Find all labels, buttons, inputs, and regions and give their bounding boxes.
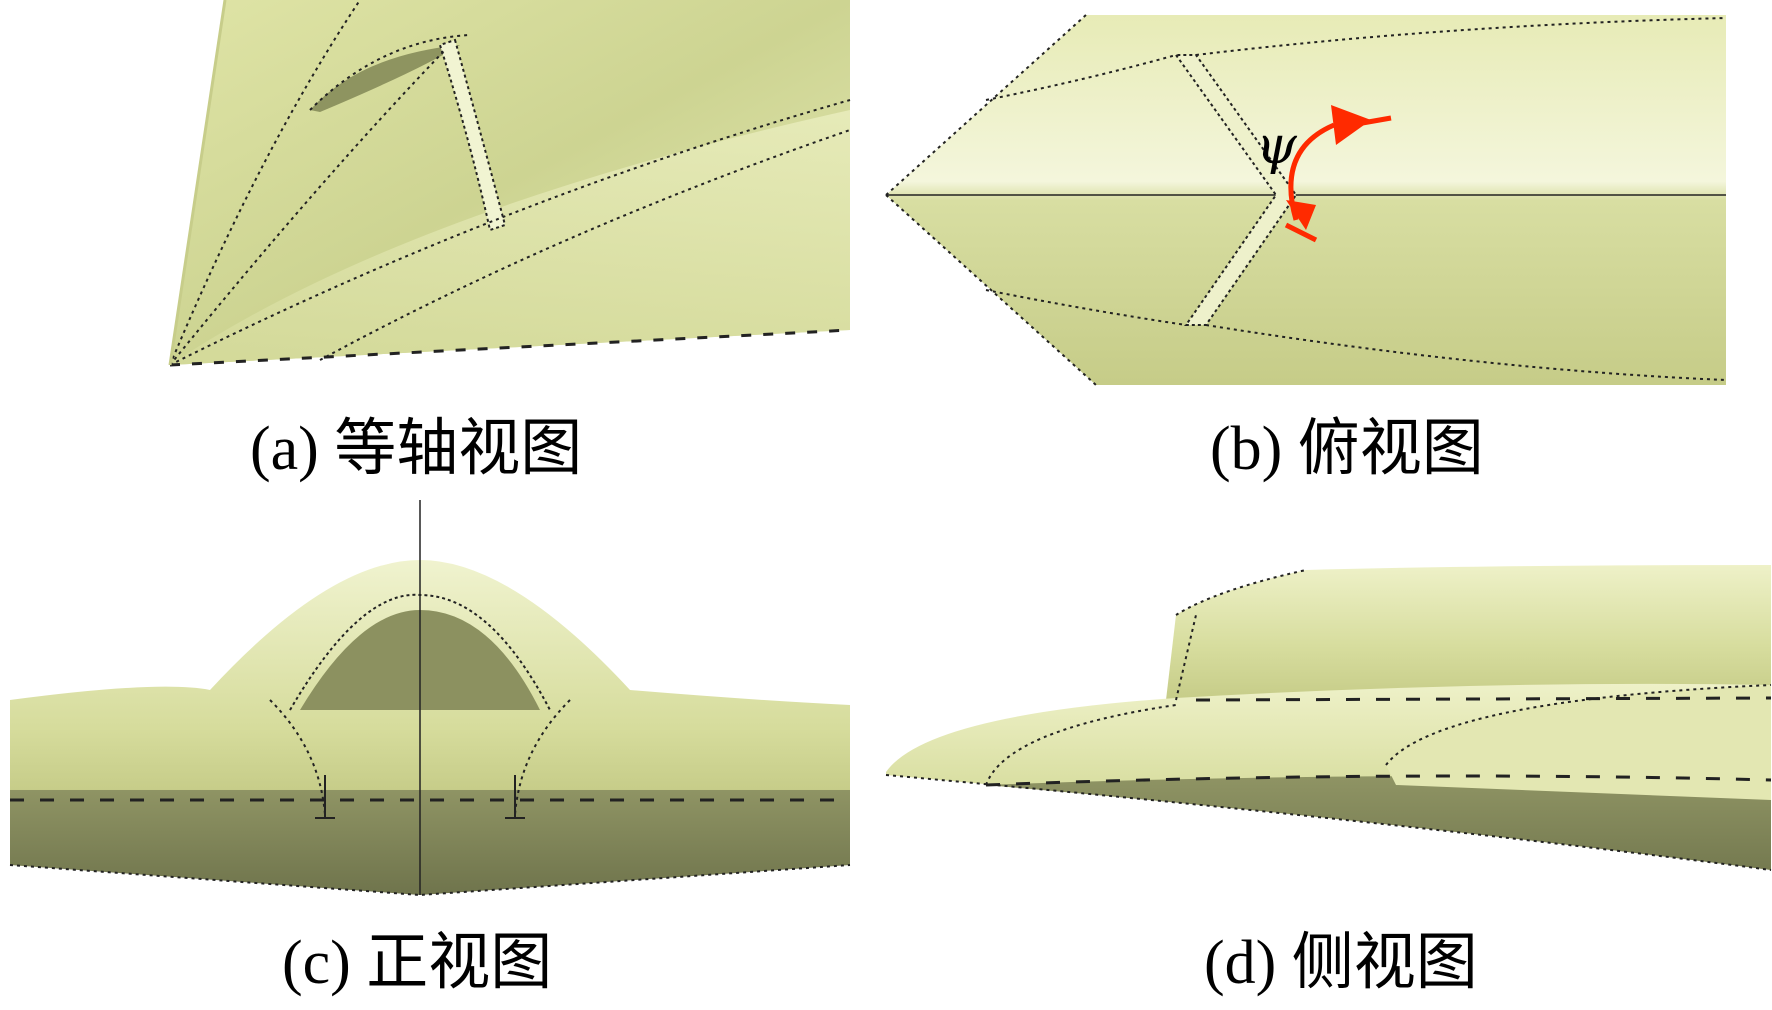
panel-isometric-view: (a) 等轴视图 bbox=[0, 0, 886, 500]
strut-left bbox=[315, 775, 335, 819]
front-view-render bbox=[9, 500, 851, 897]
edge-line bbox=[1175, 614, 1197, 701]
edge-line bbox=[169, 49, 446, 366]
isometric-lower-surface bbox=[170, 110, 850, 365]
edge-line bbox=[985, 54, 1177, 101]
edge-line bbox=[885, 14, 1087, 196]
edge-line bbox=[269, 699, 326, 816]
edge-line bbox=[309, 34, 471, 111]
edge-line bbox=[985, 704, 1177, 786]
edge-line bbox=[985, 774, 1772, 787]
edge-line bbox=[514, 699, 571, 816]
edge-line bbox=[1205, 324, 1727, 381]
edge-line bbox=[1385, 684, 1772, 766]
canopy-intake bbox=[310, 45, 460, 112]
edge-line bbox=[319, 129, 851, 361]
edge-line bbox=[1195, 696, 1772, 702]
edge-line bbox=[1175, 569, 1307, 616]
side-engine-bulge bbox=[1386, 685, 1771, 800]
caption-a: (a) 等轴视图 bbox=[250, 415, 583, 483]
edge-line bbox=[169, 99, 851, 366]
caption-d: (d) 侧视图 bbox=[1204, 929, 1478, 997]
edge-line bbox=[168, 0, 227, 366]
caption-c: (c) 正视图 bbox=[282, 929, 553, 997]
caption-b: (b) 俯视图 bbox=[1210, 415, 1484, 483]
front-lower-body bbox=[10, 790, 850, 895]
angle-symbol-psi: ψ bbox=[1256, 116, 1297, 176]
edge-line bbox=[1195, 17, 1727, 56]
arrow-head-lower bbox=[1286, 200, 1316, 230]
arrow-tail-upper bbox=[1350, 115, 1392, 128]
edge-line bbox=[169, 0, 361, 366]
strut-right bbox=[505, 775, 525, 819]
side-lower-body bbox=[986, 776, 1771, 870]
edge-line bbox=[885, 774, 1772, 871]
panel-side-view: (d) 侧视图 bbox=[885, 500, 1772, 1010]
side-view-render bbox=[885, 565, 1772, 871]
side-canopy bbox=[1166, 565, 1771, 700]
panel-front-view: (c) 正视图 bbox=[0, 500, 886, 1010]
isometric-render bbox=[168, 0, 851, 367]
panel-top-view: ψ (b) 俯视图 bbox=[885, 0, 1772, 500]
top-view-render bbox=[885, 14, 1727, 386]
top-view-body bbox=[886, 15, 1726, 385]
edge-line bbox=[169, 328, 851, 367]
arrow-tail-lower bbox=[1284, 222, 1318, 243]
canopy-frame bbox=[438, 38, 507, 232]
edge-line bbox=[885, 194, 1097, 386]
